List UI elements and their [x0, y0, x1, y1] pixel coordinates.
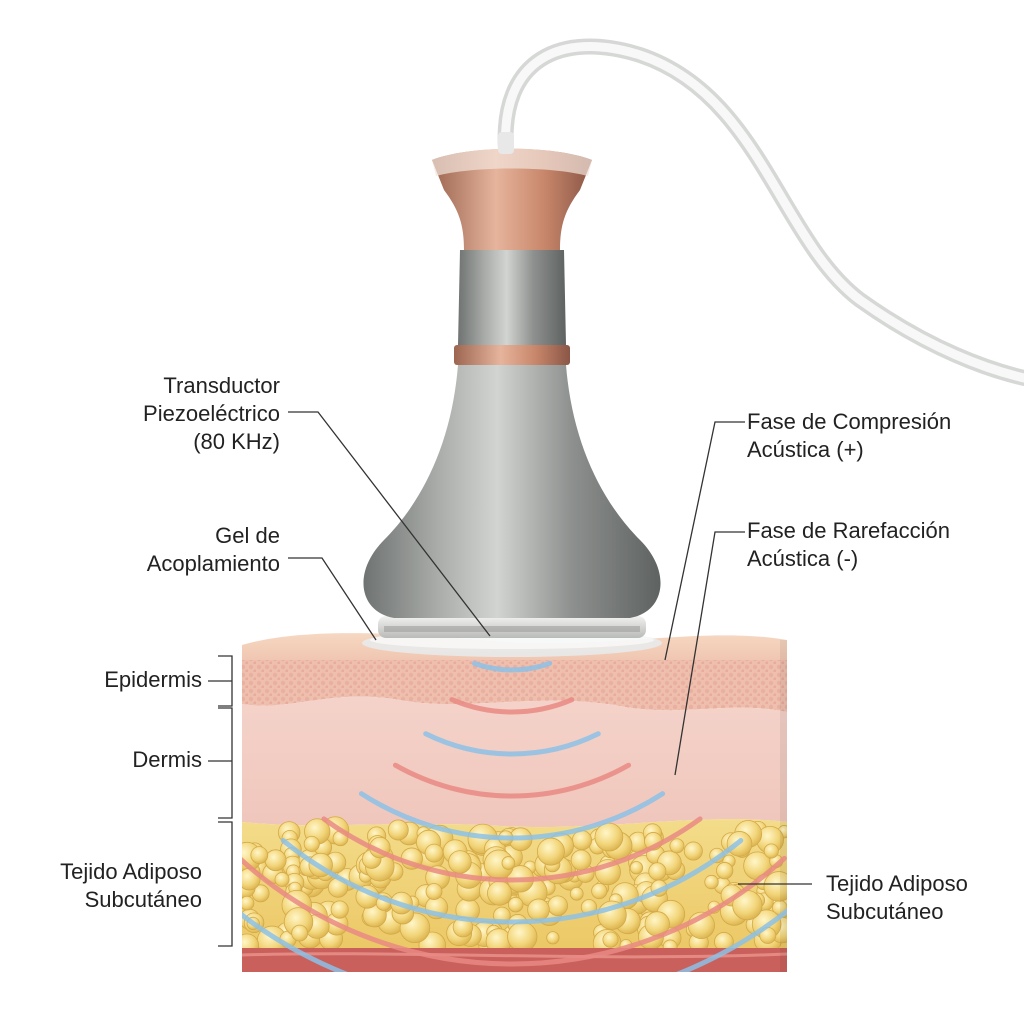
fat-cell — [716, 862, 734, 880]
fat-cell — [330, 900, 349, 919]
device-cap — [432, 148, 592, 250]
fat-cell — [569, 886, 584, 901]
fat-cell — [648, 862, 667, 881]
label-compression-line1: Fase de Compresión — [747, 409, 952, 434]
fat-cell — [704, 874, 719, 890]
label-adipose-left: Tejido Adiposo Subcutáneo — [60, 858, 202, 914]
rarefaction-wave — [358, 791, 666, 841]
compression-wave — [242, 855, 787, 967]
fat-cell — [507, 921, 538, 952]
fat-cell — [487, 880, 513, 906]
fat-cell — [547, 895, 568, 916]
label-adipose-right-line2: Subcutáneo — [826, 899, 944, 924]
label-epidermis-text: Epidermis — [104, 667, 202, 692]
label-rarefaction-line1: Fase de Rarefacción — [747, 518, 950, 543]
fat-cell — [536, 837, 565, 866]
label-transducer-line1: Transductor — [163, 373, 280, 398]
fat-cells — [242, 816, 787, 960]
fat-cell — [669, 838, 685, 854]
fat-cell — [264, 849, 287, 872]
ultrasound-device — [363, 132, 661, 638]
fat-cell — [527, 898, 550, 922]
bracket-dermis — [218, 707, 233, 819]
label-adipose-left-line1: Tejido Adiposo — [60, 859, 202, 884]
leader-rarefaction — [674, 531, 745, 776]
label-dermis-text: Dermis — [132, 747, 202, 772]
label-transducer-line3: (80 KHz) — [193, 429, 280, 454]
fat-cell — [242, 895, 255, 911]
power-cable — [497, 38, 1024, 386]
fat-cell — [594, 822, 624, 852]
rarefaction-wave — [471, 660, 553, 673]
label-epidermis: Epidermis — [104, 666, 202, 694]
label-gel: Gel de Acoplamiento — [147, 522, 280, 578]
label-transducer: Transductor Piezoeléctrico (80 KHz) — [143, 372, 280, 456]
fat-cell — [683, 841, 703, 861]
fat-cell — [425, 883, 443, 900]
label-compression-line2: Acústica (+) — [747, 437, 864, 462]
rarefaction-wave — [280, 838, 744, 925]
compression-wave — [449, 697, 575, 715]
fat-cell — [629, 861, 644, 875]
leader-compression — [664, 421, 745, 661]
acoustic-waves — [242, 660, 787, 972]
label-transducer-line2: Piezoeléctrico — [143, 401, 280, 426]
leader-gel — [288, 557, 377, 641]
fat-cell — [424, 843, 444, 863]
label-adipose-right: Tejido Adiposo Subcutáneo — [826, 870, 968, 926]
fat-cell — [546, 931, 560, 945]
rarefaction-wave — [242, 907, 787, 972]
fat-cell — [591, 882, 608, 900]
bracket-adipose — [218, 821, 233, 947]
label-gel-line2: Acoplamiento — [146, 551, 280, 576]
compression-wave — [321, 816, 703, 883]
compression-wave — [392, 762, 632, 799]
label-gel-line1: Gel de — [215, 523, 280, 548]
label-adipose-right-line1: Tejido Adiposo — [826, 871, 968, 896]
fat-cell — [763, 843, 779, 859]
fat-cell — [602, 931, 619, 948]
fat-cell — [291, 924, 309, 942]
fat-cell — [507, 896, 524, 913]
leader-lines — [208, 411, 812, 947]
fat-cell — [387, 819, 409, 841]
fat-cell — [448, 850, 472, 874]
copper-ring — [454, 345, 570, 365]
fat-cell — [570, 849, 592, 871]
label-adipose-left-line2: Subcutáneo — [84, 887, 202, 912]
fat-cell — [274, 872, 290, 887]
label-rarefaction-line2: Acústica (-) — [747, 546, 859, 571]
label-dermis: Dermis — [132, 746, 202, 774]
label-rarefaction: Fase de Rarefacción Acústica (-) — [747, 517, 950, 573]
fat-cell — [501, 856, 516, 870]
device-body — [363, 365, 661, 618]
fat-cell — [250, 846, 269, 864]
label-compression: Fase de Compresión Acústica (+) — [747, 408, 951, 464]
fat-cell — [763, 871, 787, 902]
device-neck — [458, 250, 566, 345]
dermis-layer — [242, 696, 787, 828]
rarefaction-wave — [423, 731, 601, 757]
leader-transducer — [288, 411, 491, 637]
fat-cell — [303, 835, 320, 852]
